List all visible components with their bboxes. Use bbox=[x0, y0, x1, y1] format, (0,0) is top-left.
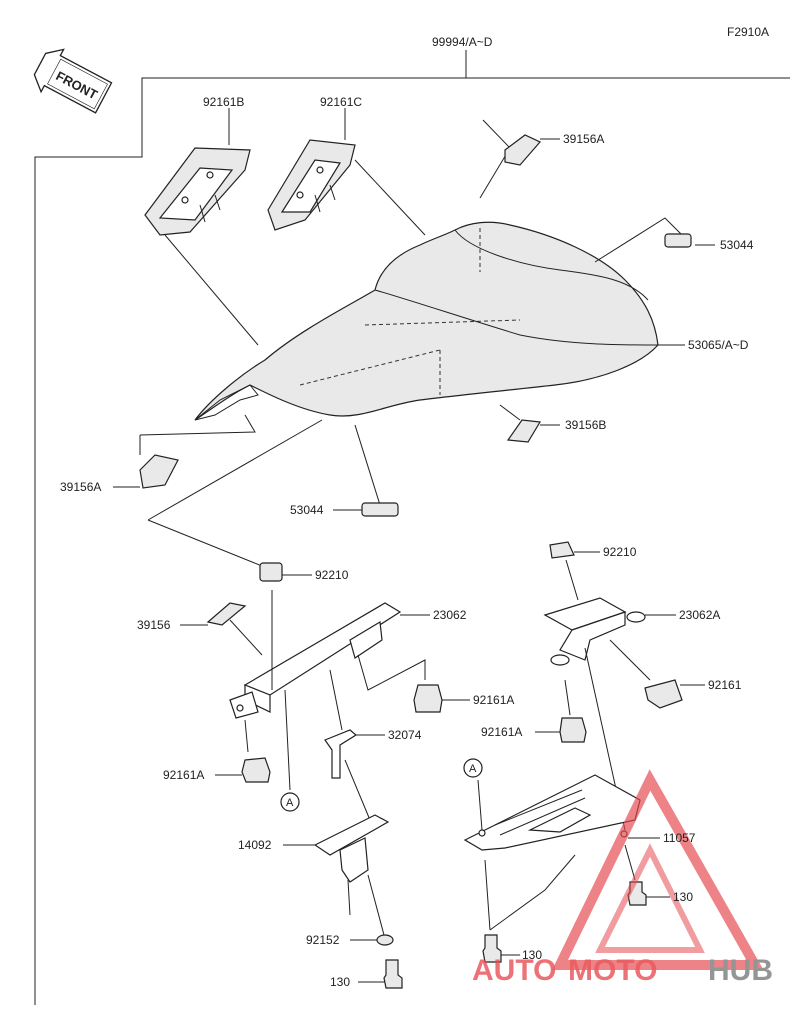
plate-11057 bbox=[463, 774, 670, 963]
block-39156A-top bbox=[504, 134, 541, 166]
callout-a-left: A bbox=[286, 797, 294, 809]
label-53065: 53065/A~D bbox=[688, 338, 749, 352]
seat-cowl-53065 bbox=[194, 221, 659, 421]
label-92161A-mid: 92161A bbox=[473, 693, 514, 707]
callout-a-right: A bbox=[469, 763, 477, 775]
label-92152: 92152 bbox=[306, 933, 340, 947]
pad-92161C bbox=[267, 139, 356, 231]
label-130-right: 130 bbox=[673, 890, 693, 904]
watermark-hub: HUB bbox=[708, 954, 773, 987]
plate-39156B bbox=[506, 419, 541, 443]
label-39156A-top: 39156A bbox=[563, 132, 604, 146]
label-11057: 11057 bbox=[663, 831, 696, 845]
leaders-top bbox=[164, 108, 715, 426]
assembly-label: 99994/A~D bbox=[432, 35, 493, 49]
watermark-auto: AUTO bbox=[472, 954, 556, 987]
front-arrow-icon: FRONT bbox=[33, 48, 113, 114]
label-92161B: 92161B bbox=[203, 95, 244, 109]
label-92161C: 92161C bbox=[320, 95, 362, 109]
label-23062A: 23062A bbox=[679, 608, 720, 622]
watermark-logo: AUTO MOTO HUB bbox=[472, 769, 773, 987]
label-53044-mid: 53044 bbox=[290, 503, 324, 517]
label-92161A-left: 92161A bbox=[163, 768, 204, 782]
watermark-moto: MOTO bbox=[568, 954, 657, 987]
bracket-23062 bbox=[180, 562, 470, 812]
left-pieces bbox=[113, 414, 399, 567]
label-92210-right: 92210 bbox=[603, 545, 637, 559]
label-92161A-right: 92161A bbox=[481, 725, 522, 739]
label-130-bottom: 130 bbox=[330, 975, 350, 989]
label-92210-left: 92210 bbox=[315, 568, 349, 582]
figure-id: F2910A bbox=[727, 25, 769, 39]
label-39156B: 39156B bbox=[565, 418, 606, 432]
stay-32074 bbox=[283, 669, 403, 989]
clip-53044-top bbox=[664, 233, 692, 248]
pad-92161B bbox=[144, 147, 251, 236]
label-23062: 23062 bbox=[433, 608, 467, 622]
bracket-23062A bbox=[463, 541, 705, 831]
label-53044-top: 53044 bbox=[720, 238, 754, 252]
label-39156: 39156 bbox=[137, 618, 171, 632]
label-130-bottom-mid: 130 bbox=[522, 948, 542, 962]
label-32074: 32074 bbox=[388, 728, 422, 742]
label-14092: 14092 bbox=[238, 838, 272, 852]
label-92161: 92161 bbox=[708, 678, 742, 692]
frame bbox=[34, 50, 790, 1005]
label-39156A-left: 39156A bbox=[60, 480, 101, 494]
